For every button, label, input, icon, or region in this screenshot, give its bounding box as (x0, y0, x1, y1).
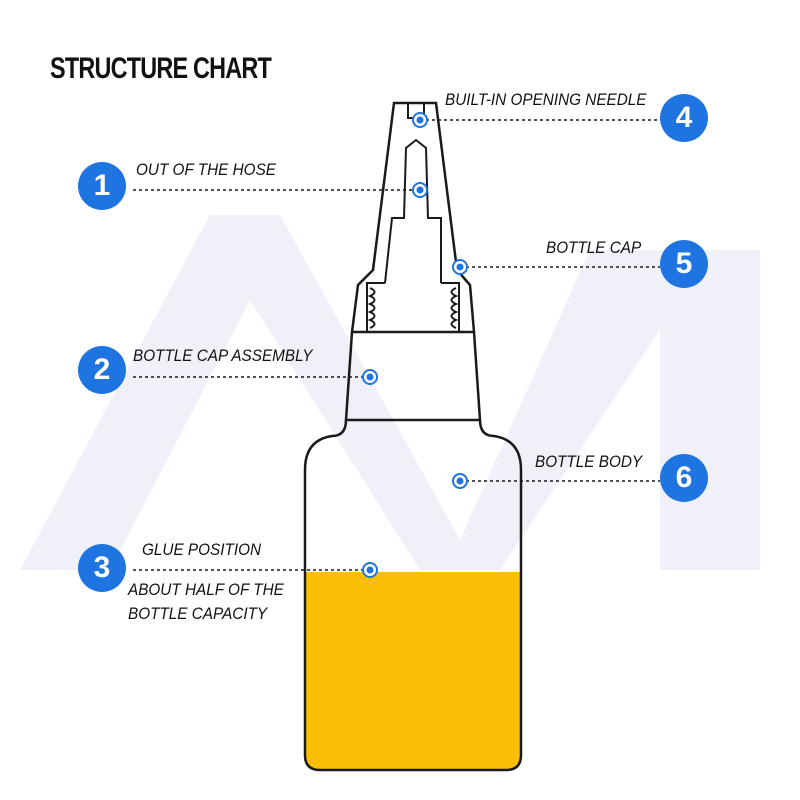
cap-thread-right (450, 287, 459, 329)
bottle-cap-nozzle (350, 101, 476, 333)
leader-lines (133, 119, 660, 571)
callout-label-3: GLUE POSITION (142, 540, 262, 559)
callout-label-2: BOTTLE CAP ASSEMBLY (133, 346, 313, 365)
bottle-body (303, 419, 523, 772)
cap-thread-left (367, 287, 376, 329)
callout-badge-5: 5 (660, 240, 708, 288)
callout-badge-2: 2 (78, 346, 126, 394)
callout-label-4: BUILT-IN OPENING NEEDLE (445, 90, 647, 109)
cap-assembly-collar (344, 330, 482, 422)
callout-label-5: BOTTLE CAP (546, 238, 642, 257)
callout-badge-1: 1 (78, 162, 126, 210)
callout-label-1: OUT OF THE HOSE (136, 160, 276, 179)
callout-badge-6: 6 (660, 454, 708, 502)
cap-inner-wall (366, 282, 460, 332)
callout-badge-3: 3 (78, 544, 126, 592)
inner-hose (384, 138, 442, 284)
callout-label-6: BOTTLE BODY (535, 452, 643, 471)
callout-badge-4: 4 (660, 94, 708, 142)
callout-points (362, 112, 468, 578)
watermark-shape (20, 215, 760, 570)
glue-fill (305, 572, 521, 770)
page-title: STRUCTURE CHART (50, 52, 272, 85)
callout-note-3-line2: BOTTLE CAPACITY (128, 604, 268, 623)
callout-note-3-line1: ABOUT HALF OF THE (128, 580, 284, 599)
